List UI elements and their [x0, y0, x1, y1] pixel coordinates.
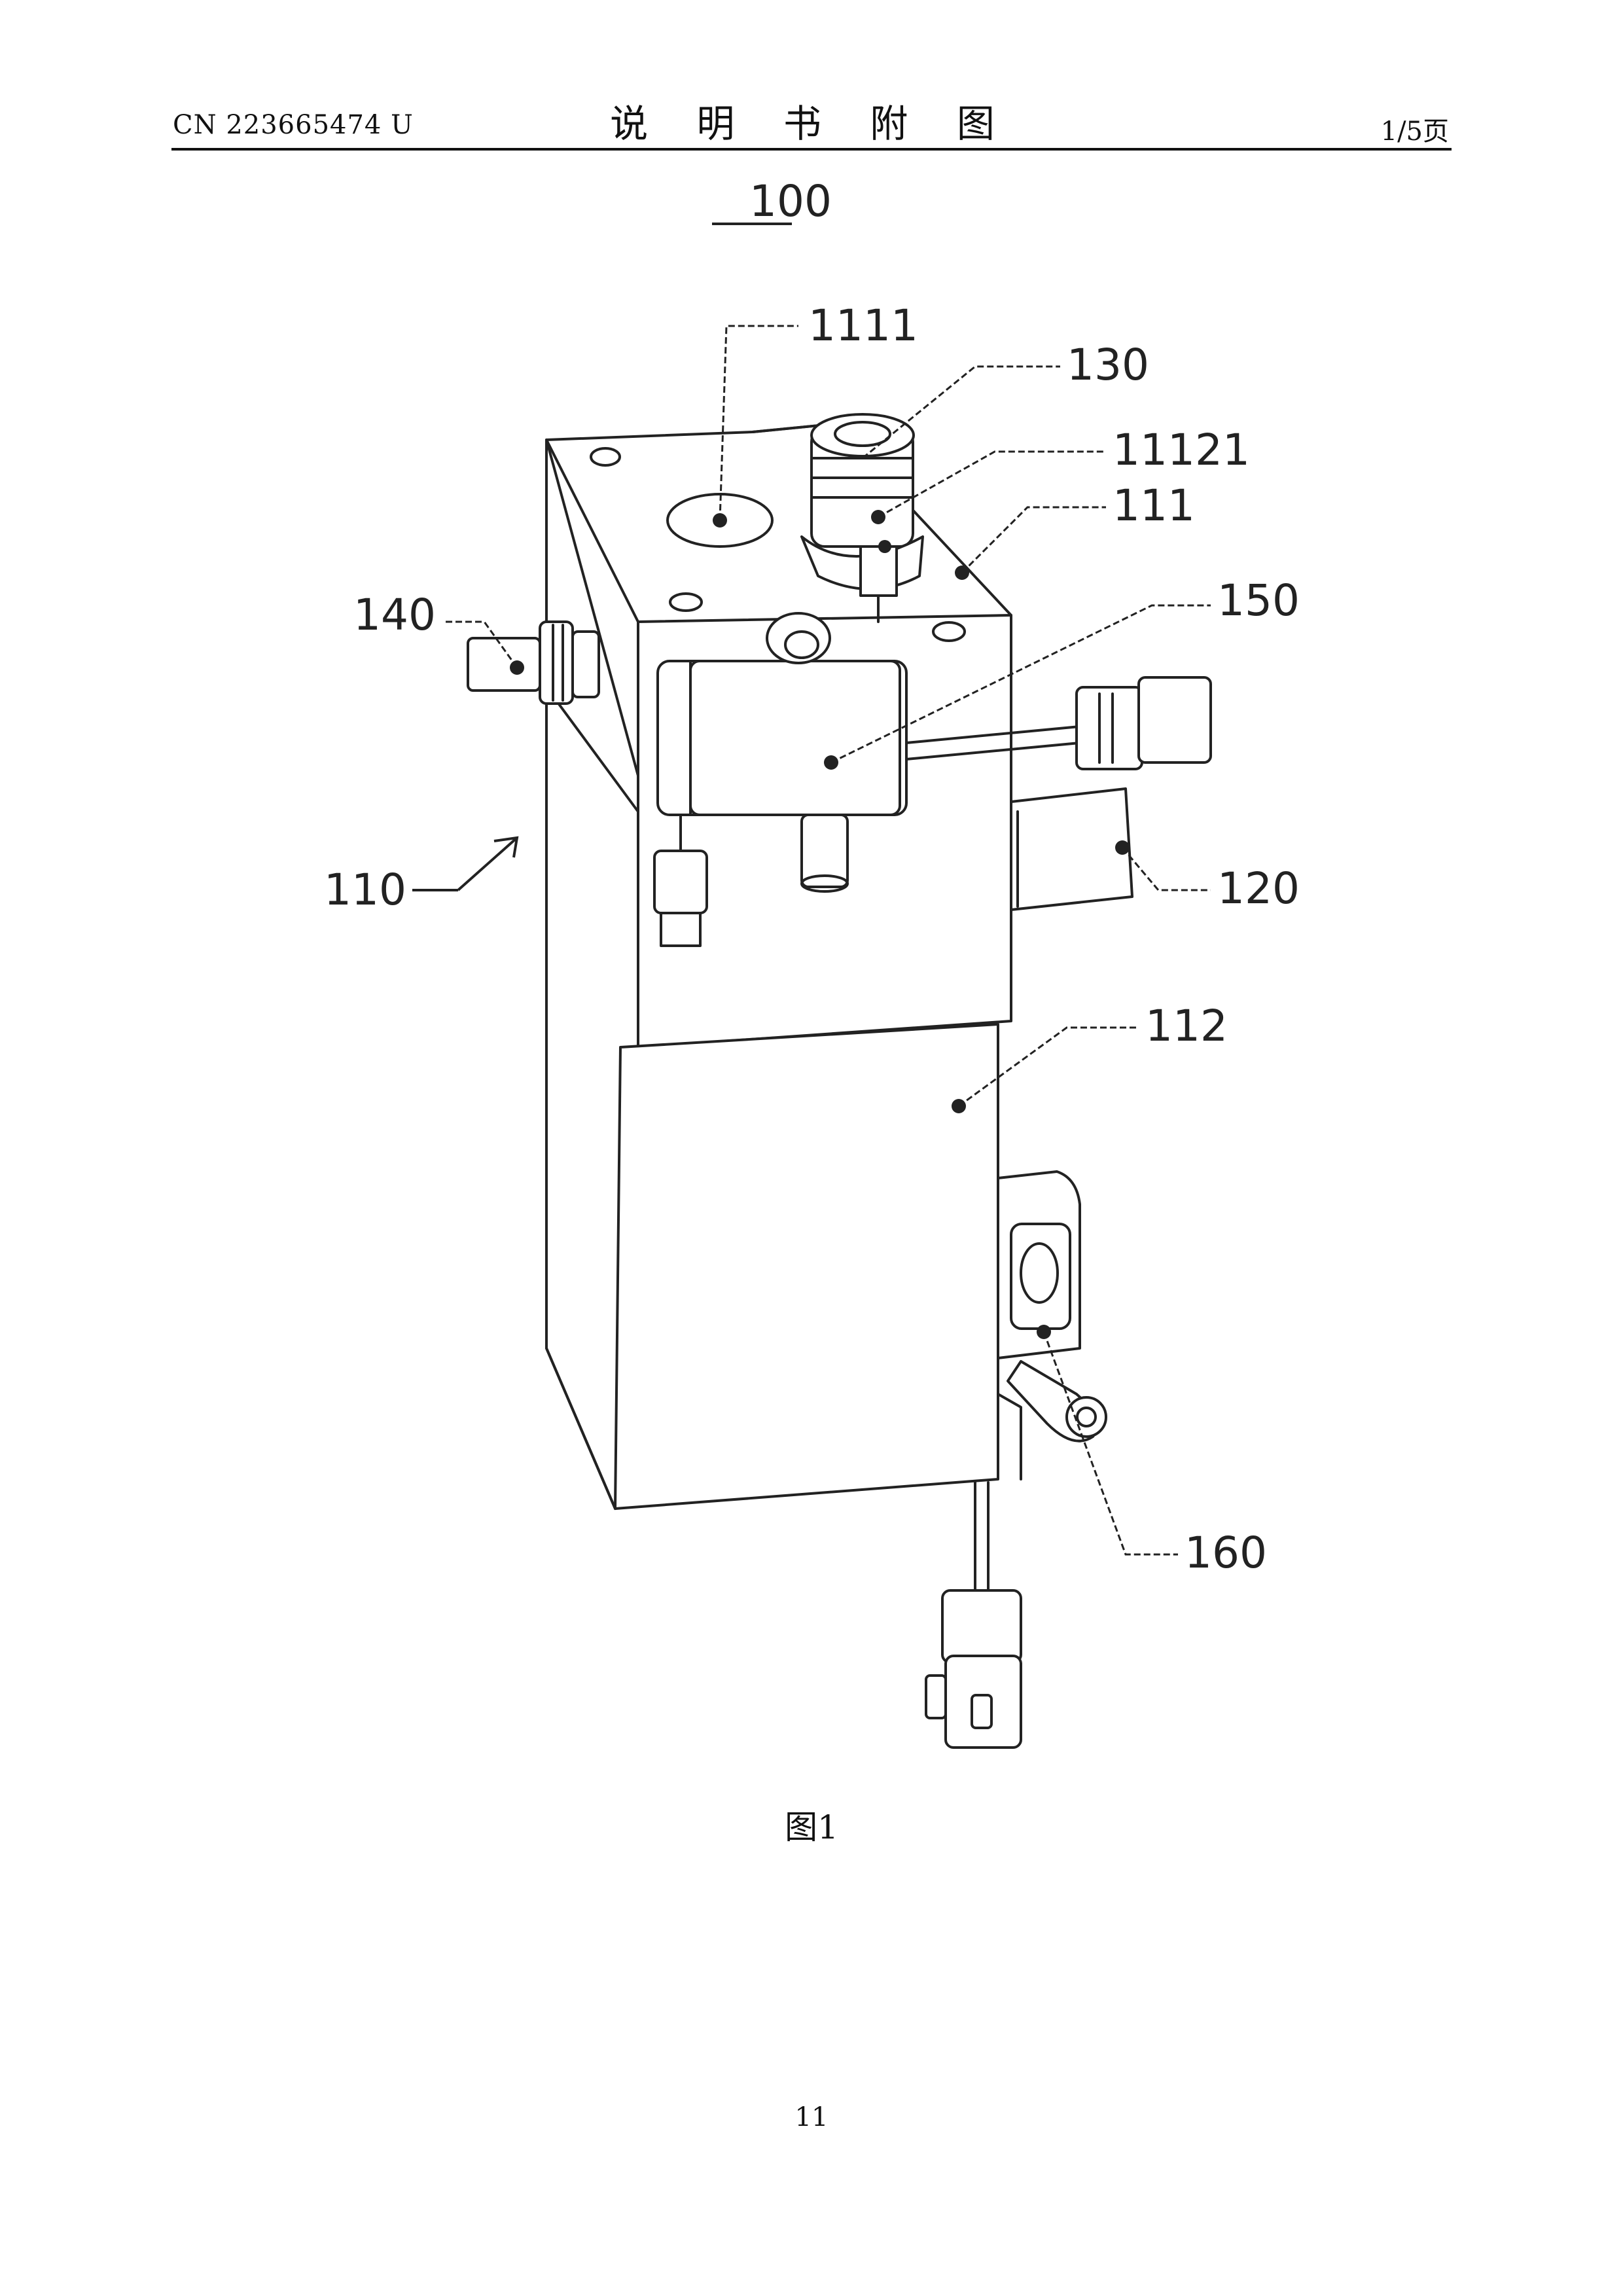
- dot-1111: [713, 513, 727, 528]
- dot-111: [955, 565, 969, 580]
- label-140: 140: [353, 590, 436, 640]
- bottom-connector: [926, 1482, 1021, 1748]
- label-160: 160: [1185, 1528, 1267, 1578]
- lower-housing-112: [546, 1024, 998, 1509]
- label-111: 111: [1113, 480, 1195, 531]
- label-1111: 1111: [808, 300, 918, 351]
- figure-caption: 图1: [0, 1801, 1623, 1848]
- dot-11121: [878, 540, 891, 553]
- label-112: 112: [1145, 1001, 1228, 1051]
- label-11121: 11121: [1113, 425, 1250, 475]
- assembly-ref: 100: [749, 176, 832, 226]
- dot-140: [510, 660, 524, 675]
- dot-150: [824, 755, 838, 770]
- arrow-110: [412, 838, 517, 890]
- sensor-160: [998, 1172, 1106, 1479]
- connector-150: [1077, 677, 1211, 769]
- bracket-120: [1011, 789, 1132, 910]
- sensor-140: [468, 622, 599, 704]
- dot-120: [1115, 840, 1130, 855]
- label-110: 110: [324, 865, 406, 915]
- label-130: 130: [1067, 340, 1149, 390]
- dot-160: [1037, 1325, 1051, 1339]
- dot-112: [952, 1099, 966, 1113]
- label-120: 120: [1217, 863, 1300, 914]
- page-number: 11: [0, 2102, 1623, 2132]
- dot-130: [871, 510, 885, 524]
- label-150: 150: [1217, 575, 1300, 626]
